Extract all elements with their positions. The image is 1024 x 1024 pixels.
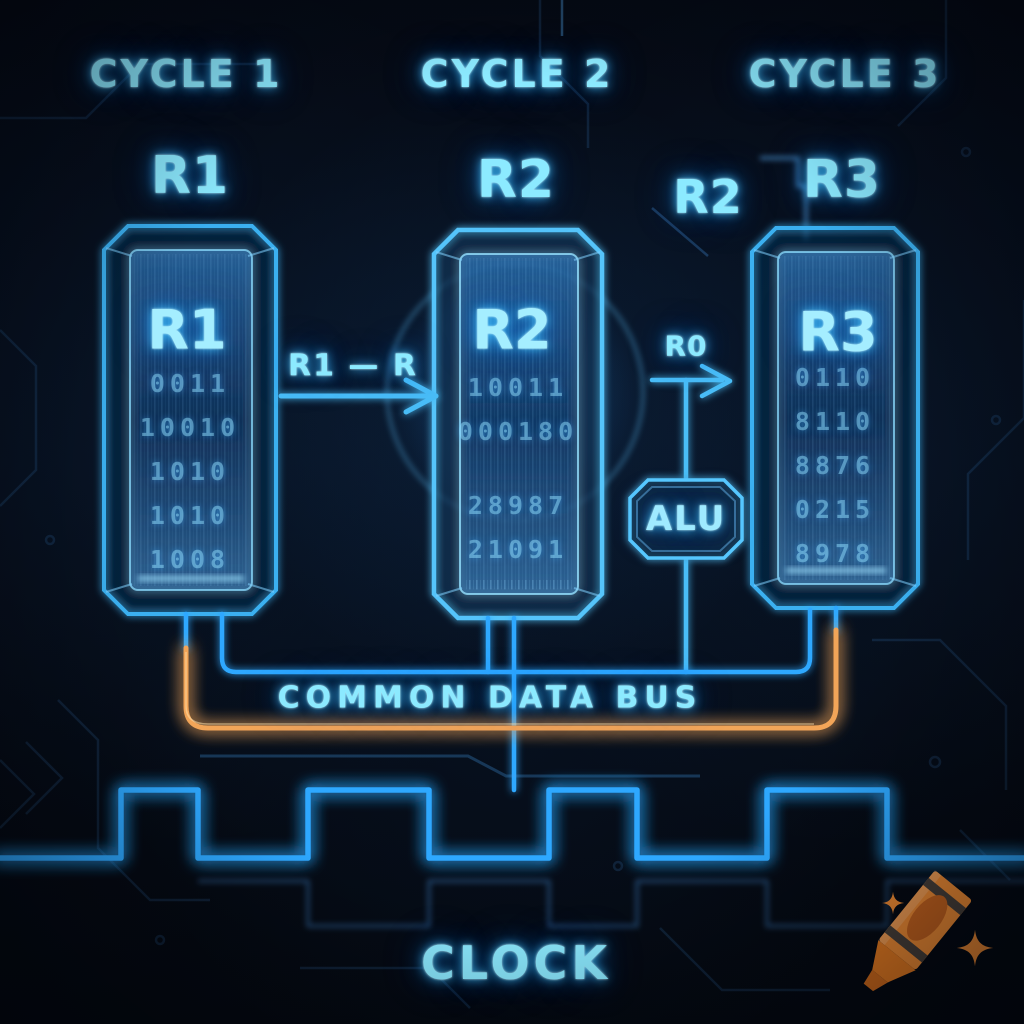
register-r3-title: R3	[802, 150, 882, 210]
bit-row: 000180	[457, 417, 579, 446]
bit-row: 21091	[467, 535, 569, 564]
alu-input-label: R0	[664, 329, 708, 363]
crayon-watermark	[863, 870, 994, 992]
register-r1-title: R1	[150, 146, 230, 206]
bit-row: 8978	[794, 539, 876, 568]
clock-wave-bright	[0, 787, 1024, 861]
transfer-arrow-label: R1 — R	[288, 348, 418, 384]
sparkle-icon	[956, 929, 994, 967]
register-r2-box-label: R2	[472, 298, 552, 362]
clock-label: CLOCK	[421, 936, 611, 990]
register-r2-bits-upper: 10011 000180	[458, 366, 578, 454]
register-r1-box-label: R1	[147, 298, 227, 362]
alu-label: ALU	[645, 499, 727, 539]
crayon-icon	[863, 870, 972, 992]
bit-row: 1010	[149, 457, 231, 486]
cycle-3-label: CYCLE 3	[748, 52, 942, 96]
cycle-1-label: CYCLE 1	[89, 52, 283, 96]
cycle-2-label: CYCLE 2	[420, 52, 614, 96]
bit-row: 1008	[149, 545, 231, 574]
bit-row: 28987	[467, 491, 569, 520]
register-r2-bits-lower: 28987 21091	[468, 484, 568, 572]
common-data-bus-label: COMMON DATA BUS	[277, 680, 703, 716]
register-r3-box-label: R3	[798, 300, 878, 364]
bit-row: 8110	[794, 407, 876, 436]
bit-row: 8876	[794, 451, 876, 480]
register-r3-bits: 0110 8110 8876 0215 8978	[795, 356, 875, 576]
bit-row: 1010	[149, 501, 231, 530]
register-r2-title: R2	[476, 150, 556, 210]
bit-row: 10011	[467, 373, 569, 402]
bit-row: 0215	[794, 495, 876, 524]
bit-row: 0011	[149, 369, 231, 398]
register-r3-aux-title: R2	[673, 170, 743, 224]
bit-row: 10010	[139, 413, 241, 442]
transfer-arrow-r1-r2	[278, 377, 439, 415]
trace-under-bus	[200, 754, 700, 778]
register-r1-bits: 0011 10010 1010 1010 1008	[140, 362, 240, 582]
sparkle-icon	[881, 891, 905, 915]
